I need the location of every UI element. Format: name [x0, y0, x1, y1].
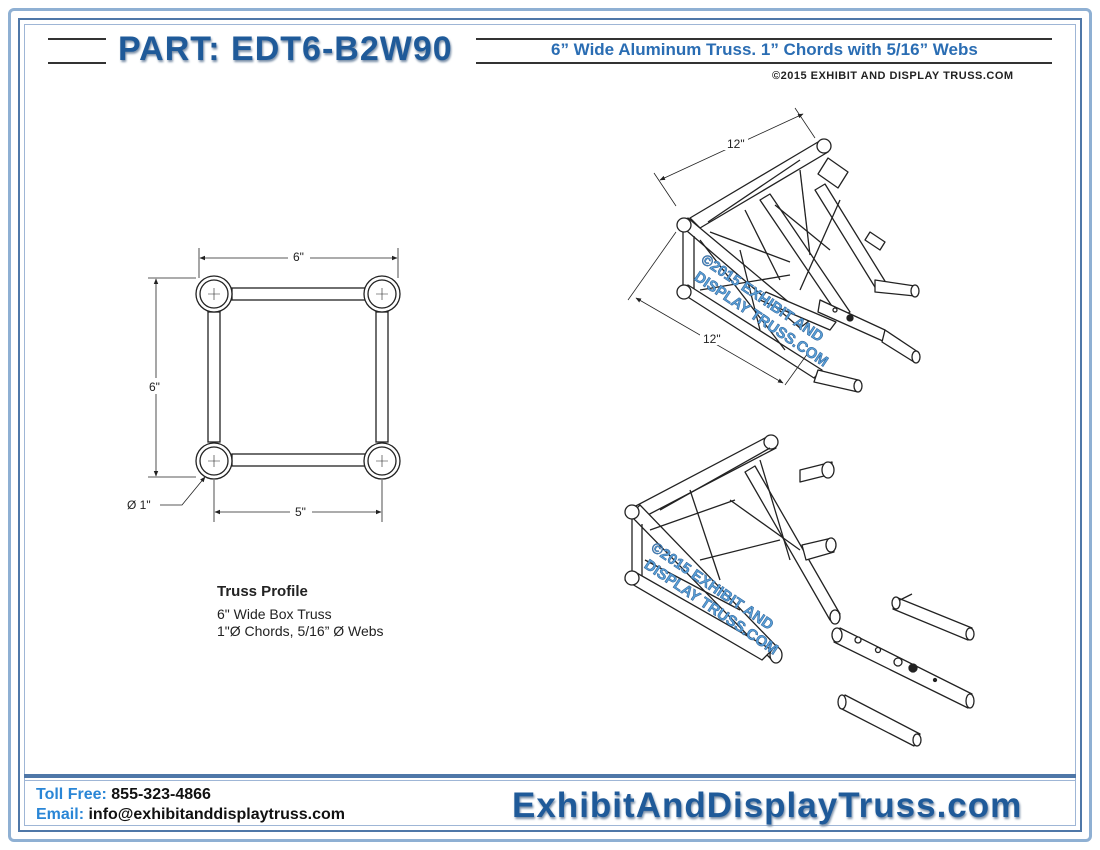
truss-profile-description: Truss Profile 6" Wide Box Truss 1"Ø Chor… [217, 583, 384, 640]
header-rule-left-top [48, 38, 106, 40]
truss-profile-line2: 1"Ø Chords, 5/16” Ø Webs [217, 623, 384, 639]
spigot-3 [837, 694, 922, 747]
dim-iso-top: 12" [727, 137, 745, 151]
dim-height-left: 6" [149, 380, 160, 394]
toll-free-line: Toll Free: 855-323-4866 [36, 786, 211, 804]
truss-profile-line1: 6" Wide Box Truss [217, 606, 332, 622]
part-title: PART: EDT6-B2W90 [118, 30, 453, 68]
chord-bottom-left [195, 442, 233, 480]
header-rule-right-bottom [476, 62, 1052, 64]
inner-frame-line [24, 24, 1076, 826]
iso-corner-exploded [624, 434, 975, 747]
dim-chord-diameter: Ø 1" [127, 498, 151, 512]
outer-frame [8, 8, 1092, 842]
chord-top-right [363, 275, 401, 313]
spigot-1 [891, 593, 975, 641]
header-rule-right-top [476, 38, 1052, 40]
dim-width-top: 6" [293, 250, 304, 264]
copyright-notice: ©2015 EXHIBIT AND DISPLAY TRUSS.COM [772, 70, 1014, 82]
email-line: Email: info@exhibitanddisplaytruss.com [36, 806, 345, 824]
toll-free-number[interactable]: 855-323-4866 [111, 786, 211, 803]
dim-iso-bottom: 12" [703, 332, 721, 346]
footer-divider [24, 774, 1076, 778]
chord-top-left [195, 275, 233, 313]
header-rule-left-bottom [48, 62, 106, 64]
spigot-2 [831, 627, 975, 709]
website-link[interactable]: ExhibitAndDisplayTruss.com [512, 786, 1023, 825]
email-link[interactable]: info@exhibitanddisplaytruss.com [88, 806, 345, 823]
truss-profile-heading: Truss Profile [217, 583, 308, 600]
toll-free-label: Toll Free: [36, 786, 107, 803]
email-label: Email: [36, 806, 85, 823]
footer-divider-line [24, 780, 1076, 781]
part-description: 6” Wide Aluminum Truss. 1” Chords with 5… [551, 40, 978, 59]
chord-bottom-right [363, 442, 401, 480]
truss-profile-drawing [195, 275, 401, 480]
dim-width-bottom: 5" [295, 505, 306, 519]
inner-frame [18, 18, 1082, 832]
